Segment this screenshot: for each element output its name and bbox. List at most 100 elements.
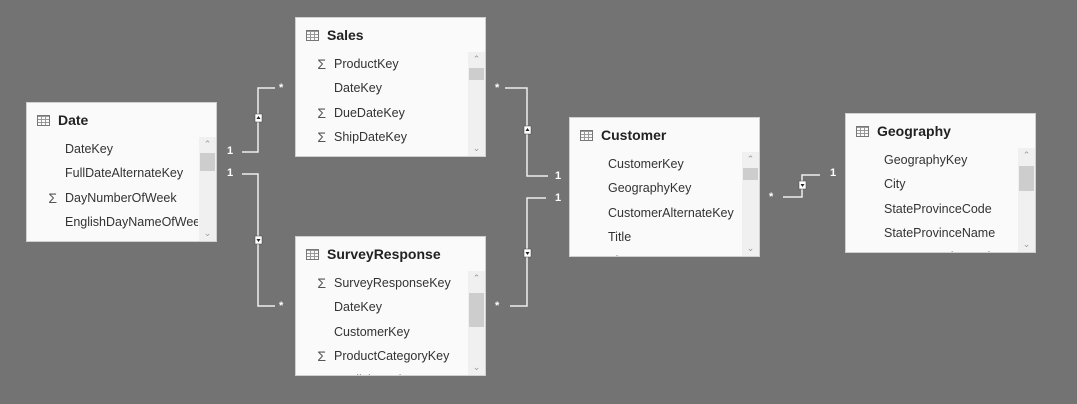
column-name: FirstName (608, 254, 666, 256)
sigma-icon: Σ (48, 189, 57, 206)
chevron-down-icon[interactable]: ⌄ (472, 143, 481, 153)
chevron-down-icon[interactable]: ⌄ (746, 243, 755, 253)
table-header[interactable]: Date (37, 112, 88, 128)
cardinality-many: * (495, 82, 500, 94)
sigma-icon: Σ (317, 104, 326, 121)
chevron-up-icon[interactable]: ⌃ (1022, 150, 1031, 160)
column-name: GeographyKey (608, 181, 692, 196)
table-icon (856, 125, 869, 137)
scrollbar-thumb[interactable] (469, 293, 484, 327)
column-item[interactable]: CustomerKey (570, 152, 741, 176)
column-name: City (884, 177, 906, 192)
column-name: StateProvinceName (884, 226, 996, 241)
column-name: GeographyKey (884, 153, 968, 168)
column-item[interactable]: DateKey (27, 137, 198, 161)
scrollbar[interactable]: ⌃⌄ (468, 52, 485, 156)
scrollbar-thumb[interactable] (743, 168, 758, 180)
column-name: EnglishProductCategoryName (334, 373, 467, 375)
sigma-icon: Σ (317, 129, 326, 146)
column-name: ProductKey (334, 57, 399, 72)
table-icon (306, 248, 319, 260)
column-item[interactable]: DateKey (296, 76, 467, 100)
scrollbar-thumb[interactable] (1019, 166, 1034, 191)
scrollbar-thumb[interactable] (200, 153, 215, 171)
scrollbar[interactable]: ⌃⌄ (1018, 148, 1035, 252)
chevron-up-icon[interactable]: ⌃ (472, 273, 481, 283)
column-item[interactable]: Σ ProductCategoryKey (296, 344, 467, 368)
column-item[interactable]: StateProvinceCode (846, 197, 1017, 221)
cardinality-many: * (769, 191, 774, 203)
sigma-icon: Σ (317, 56, 326, 73)
chevron-down-icon[interactable]: ⌄ (203, 228, 212, 238)
cardinality-one: 1 (227, 145, 234, 157)
chevron-up-icon[interactable]: ⌃ (472, 54, 481, 64)
column-name: FullDateAlternateKey (65, 166, 184, 181)
table-name: SurveyResponse (327, 246, 441, 262)
column-item[interactable]: CountryRegionCode (846, 245, 1017, 252)
table-header[interactable]: Geography (856, 123, 951, 139)
scrollbar-thumb[interactable] (469, 68, 484, 80)
column-item[interactable]: CustomerAlternateKey (570, 201, 741, 225)
column-item[interactable]: StateProvinceName (846, 221, 1017, 245)
column-item[interactable]: EnglishProductCategoryName (296, 368, 467, 375)
cardinality-one: 1 (227, 167, 234, 179)
column-item[interactable]: DateKey (296, 295, 467, 319)
column-item[interactable]: CustomerKey (296, 320, 467, 344)
column-name: CustomerKey (334, 154, 410, 156)
column-name: ProductCategoryKey (334, 349, 450, 364)
column-item[interactable]: FullDateAlternateKey (27, 161, 198, 185)
table-icon (306, 29, 319, 41)
table-icon (37, 114, 50, 126)
cardinality-one: 1 (830, 167, 837, 179)
column-name: CountryRegionCode (884, 250, 997, 252)
chevron-down-icon[interactable]: ⌄ (1022, 239, 1031, 249)
table-name: Date (58, 112, 89, 128)
column-item[interactable]: Σ DueDateKey (296, 101, 467, 125)
column-item[interactable]: GeographyKey (846, 148, 1017, 172)
column-name: CustomerKey (334, 324, 410, 339)
cardinality-one: 1 (555, 192, 562, 204)
column-item[interactable]: FirstName (570, 249, 741, 256)
table-header[interactable]: SurveyResponse (306, 246, 441, 262)
column-name: DayNumberOfWeek (65, 190, 177, 205)
table-header[interactable]: Sales (306, 27, 364, 43)
column-item[interactable]: CustomerKey (296, 149, 467, 156)
scrollbar[interactable]: ⌃⌄ (468, 271, 485, 375)
table-name: Geography (877, 123, 951, 139)
scrollbar[interactable]: ⌃⌄ (742, 152, 759, 256)
column-name: CustomerAlternateKey (608, 205, 734, 220)
column-name: DateKey (65, 142, 113, 157)
chevron-down-icon[interactable]: ⌄ (472, 362, 481, 372)
column-name: EnglishDayNameOfWeek (65, 215, 198, 230)
column-name: CustomerKey (608, 157, 684, 172)
column-name: StateProvinceCode (884, 201, 992, 216)
chevron-up-icon[interactable]: ⌃ (203, 139, 212, 149)
column-item[interactable]: Σ DayNumberOfWeek (27, 186, 198, 210)
column-item[interactable]: Σ ProductKey (296, 52, 467, 76)
column-name: DateKey (334, 81, 382, 96)
table-name: Customer (601, 127, 667, 143)
column-name: DateKey (334, 300, 382, 315)
cardinality-many: * (279, 300, 284, 312)
scrollbar[interactable]: ⌃⌄ (199, 137, 216, 241)
column-name: DueDateKey (334, 105, 405, 120)
table-header[interactable]: Customer (580, 127, 666, 143)
column-name: Title (608, 230, 632, 245)
table-name: Sales (327, 27, 364, 43)
chevron-up-icon[interactable]: ⌃ (746, 154, 755, 164)
column-item[interactable]: EnglishDayNameOfWeek (27, 210, 198, 234)
cardinality-many: * (495, 300, 500, 312)
column-item[interactable]: City (846, 172, 1017, 196)
cardinality-many: * (279, 82, 284, 94)
column-item[interactable]: Title (570, 225, 741, 249)
column-item[interactable]: GeographyKey (570, 176, 741, 200)
sigma-icon: Σ (317, 348, 326, 365)
